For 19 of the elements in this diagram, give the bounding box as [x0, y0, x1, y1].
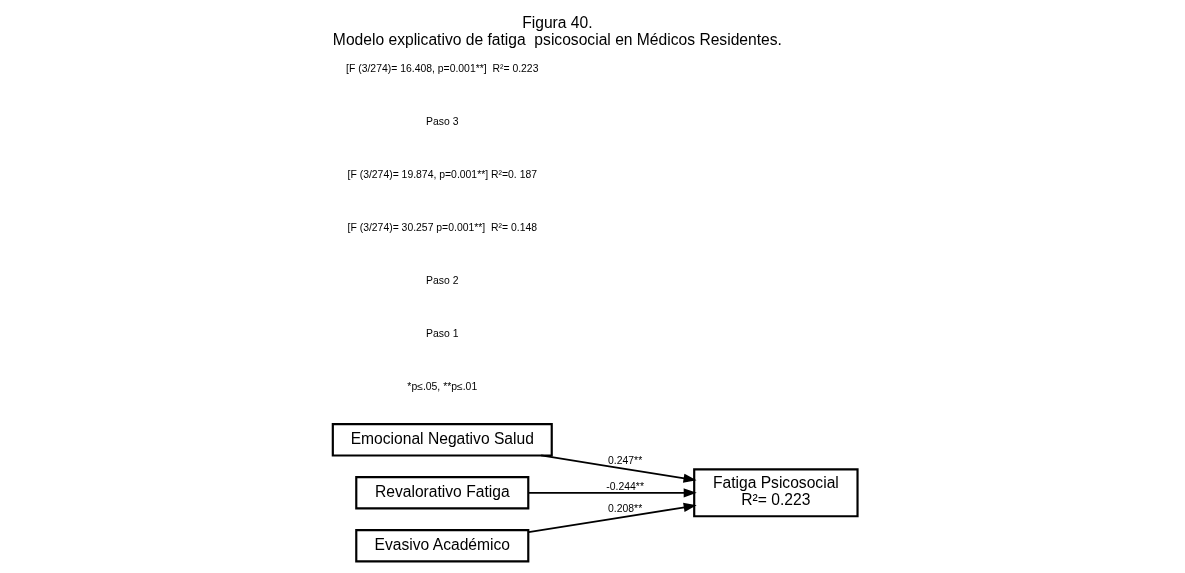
arrow	[539, 454, 697, 483]
label: Paso 1	[425, 327, 458, 339]
edge-label: 0.247**	[607, 454, 642, 466]
node-box: Fatiga Psicosocial R²= 0.223	[692, 468, 859, 518]
label: [F (3/274)= 30.257 p=0.001**] R²= 0.148	[347, 221, 537, 233]
arrow	[527, 488, 697, 498]
diagram-title: Figura 40.	[521, 13, 593, 31]
node-box: Evasivo Académico	[354, 529, 529, 563]
label: [F (3/274)= 16.408, p=0.001**] R²= 0.223	[345, 62, 538, 74]
label: Paso 3	[425, 115, 458, 127]
label: Paso 2	[425, 274, 458, 286]
label: *p≤.05, **p≤.01	[406, 380, 477, 392]
arrow	[527, 502, 697, 534]
label: [F (3/274)= 19.874, p=0.001**] R²=0. 187	[347, 168, 537, 180]
edge-label: 0.208**	[607, 503, 642, 515]
node-box: Revalorativo Fatiga	[354, 476, 529, 510]
caption: Modelo explicativo de fatiga psicosocial en Médicos Residentes.	[332, 30, 782, 48]
node-box: Emocional Negativo Salud	[331, 423, 553, 457]
edge-label: -0.244**	[605, 480, 644, 492]
